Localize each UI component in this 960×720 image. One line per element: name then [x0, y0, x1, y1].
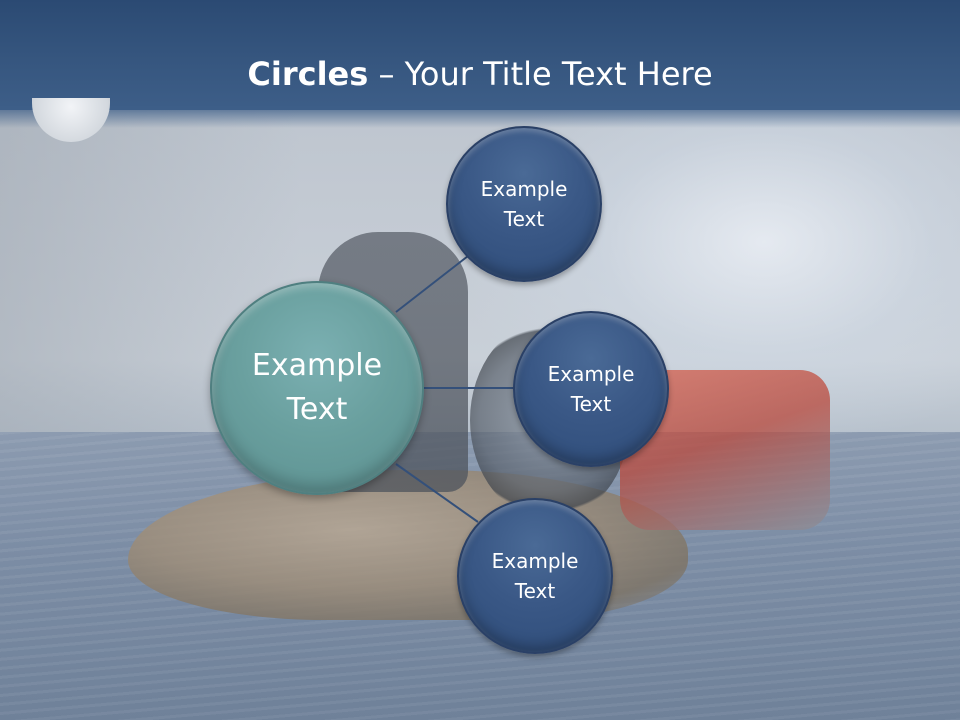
title-bold: Circles	[247, 55, 369, 93]
center-circle[interactable]: Example Text	[210, 281, 424, 495]
outer-circle-bottom[interactable]: Example Text	[457, 498, 613, 654]
outer-circle-label: Example Text	[547, 362, 635, 416]
outer-circle-label: Example Text	[491, 549, 579, 603]
connector-bottom	[395, 463, 479, 523]
outer-circle-top[interactable]: Example Text	[446, 126, 602, 282]
title-rest: – Your Title Text Here	[368, 55, 713, 93]
outer-circle-label: Example Text	[480, 177, 568, 231]
connector-top	[395, 255, 469, 313]
center-circle-label: Example Text	[251, 348, 383, 427]
title-bar	[0, 0, 960, 110]
title-bar-fade	[0, 106, 960, 128]
outer-circle-middle[interactable]: Example Text	[513, 311, 669, 467]
slide-title[interactable]: Circles – Your Title Text Here	[0, 54, 960, 94]
